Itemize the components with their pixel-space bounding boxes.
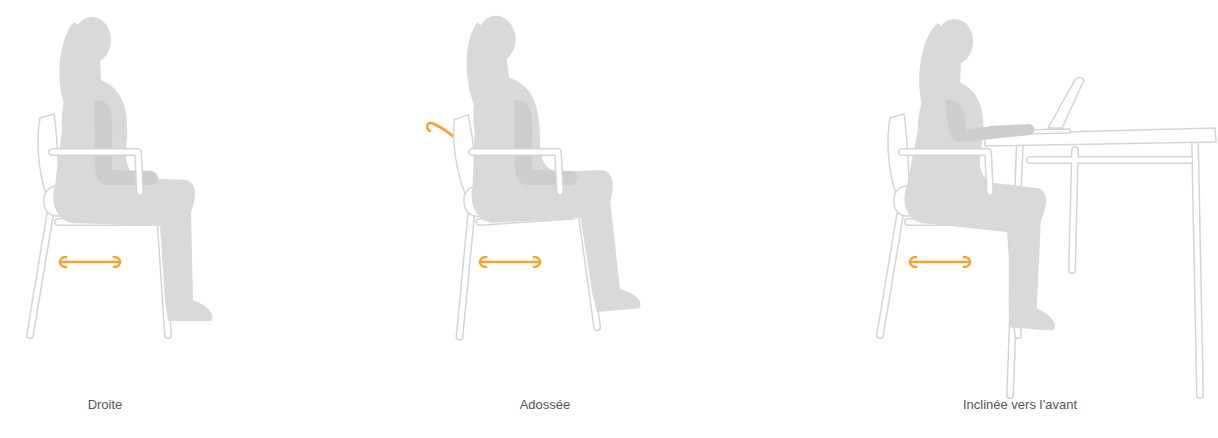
posture-caption: Adossée [520, 397, 571, 413]
upright-figure [30, 17, 212, 335]
posture-caption: Droite [88, 397, 123, 413]
posture-caption: Inclinée vers l’avant [963, 397, 1077, 413]
forward-figure [880, 16, 1216, 395]
reclined-figure [427, 5, 641, 336]
